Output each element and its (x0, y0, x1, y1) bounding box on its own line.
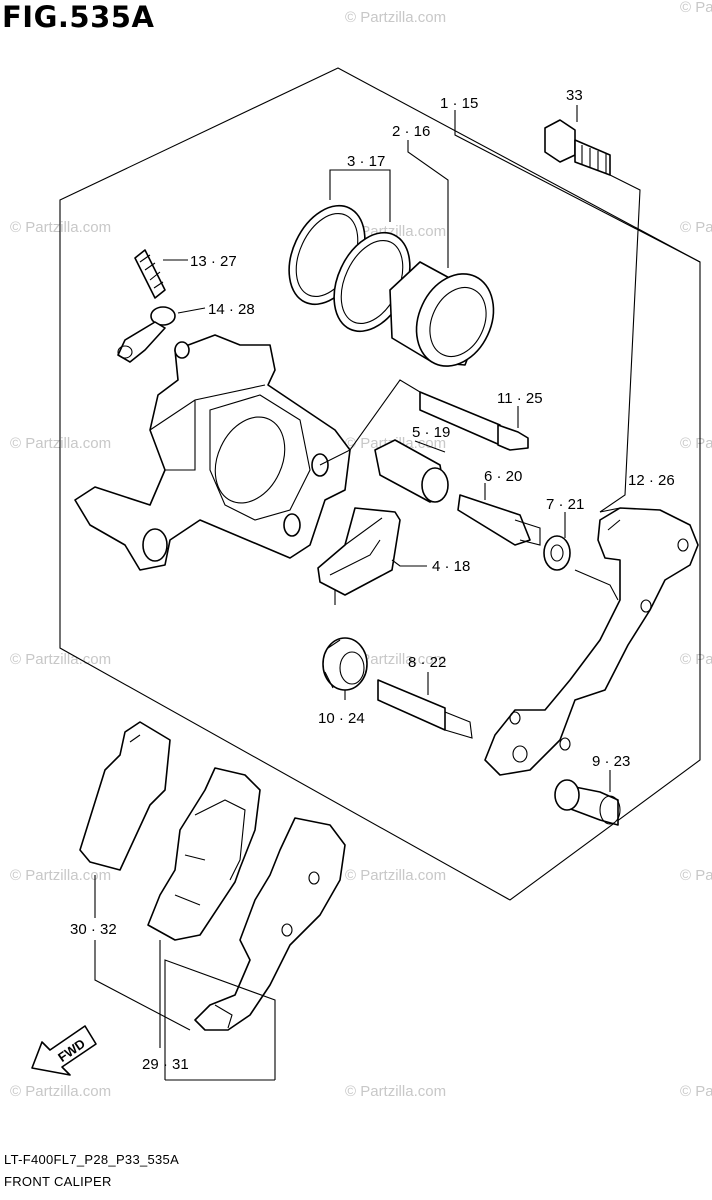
watermark-layer: © Partzilla.com © Partzilla.com © Partzi… (10, 0, 712, 1100)
callout-29-31: 29 · 31 (142, 1056, 189, 1073)
bolt-33 (544, 119, 611, 176)
leader-lines (94, 105, 701, 1081)
callout-4-18: 4 · 18 (432, 558, 470, 575)
watermark: © Partzilla.com (680, 867, 712, 884)
watermark: © Partzilla.com (680, 651, 712, 668)
callout-12-26: 12 · 26 (628, 472, 675, 489)
callout-13-27: 13 · 27 (190, 253, 237, 270)
brake-pad-29 (147, 767, 261, 941)
assembly-outline (59, 67, 701, 901)
callout-5-19: 5 · 19 (412, 424, 450, 441)
callout-33: 33 (566, 87, 583, 104)
caliper-bracket-12 (484, 507, 699, 776)
figure-title: FIG.535A (2, 0, 155, 34)
bleeder-screw-13 (134, 249, 166, 299)
figure-caption: FRONT CALIPER (4, 1174, 112, 1189)
watermark: © Partzilla.com (10, 867, 111, 884)
watermark: © Partzilla.com (345, 9, 446, 26)
callout-8-22: 8 · 22 (408, 654, 446, 671)
callout-10-24: 10 · 24 (318, 710, 365, 727)
slide-pin-11 (419, 391, 529, 451)
washer-7 (543, 535, 571, 571)
callout-30-32: 30 · 32 (70, 921, 117, 938)
figure-code: LT-F400FL7_P28_P33_535A (4, 1152, 180, 1167)
callout-7-21: 7 · 21 (546, 496, 584, 513)
callout-3-17: 3 · 17 (347, 153, 385, 170)
callout-labels: 1 · 15 2 · 16 3 · 17 33 13 · 27 14 · 28 … (70, 87, 675, 1073)
watermark: © Partzilla.com (680, 1083, 712, 1100)
pad-spring-4 (317, 507, 401, 605)
slide-pin-6 (457, 494, 541, 546)
watermark: © Partzilla.com (345, 1083, 446, 1100)
slide-pin-8 (377, 679, 473, 739)
watermark: © Partzilla.com (10, 1083, 111, 1100)
watermark: © Partzilla.com (680, 219, 712, 236)
watermark: © Partzilla.com (345, 651, 446, 668)
watermark: © Partzilla.com (10, 651, 111, 668)
callout-1-15: 1 · 15 (440, 95, 478, 112)
brake-pad-outer (194, 817, 346, 1031)
callout-6-20: 6 · 20 (484, 468, 522, 485)
watermark: © Partzilla.com (345, 867, 446, 884)
boot-10 (322, 637, 368, 691)
watermark: © Partzilla.com (680, 435, 712, 452)
boot-5 (374, 439, 449, 503)
caliper-piston (389, 261, 495, 367)
callout-14-28: 14 · 28 (208, 301, 255, 318)
fwd-arrow-icon: FWD (31, 1025, 97, 1076)
callout-9-23: 9 · 23 (592, 753, 630, 770)
watermark: © Partzilla.com (680, 0, 712, 16)
callout-11-25: 11 · 25 (497, 390, 543, 407)
sleeve-9 (554, 779, 621, 826)
pad-shim-30 (79, 721, 171, 871)
bleeder-cap-14 (117, 306, 176, 363)
callout-2-16: 2 · 16 (392, 123, 430, 140)
caliper-body (74, 334, 351, 571)
